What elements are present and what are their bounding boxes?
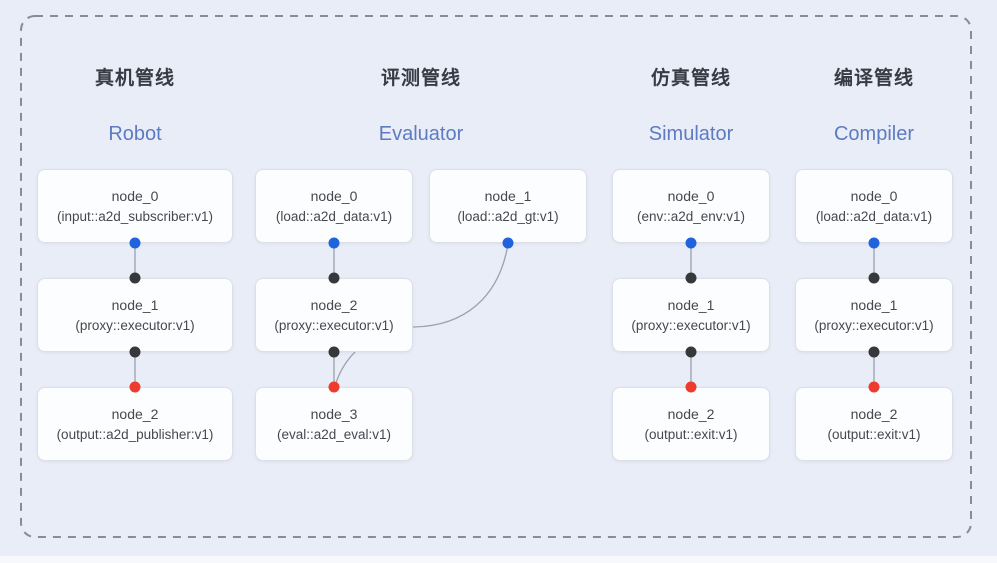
node-box-simulator-node0[interactable]: node_0 (env::a2d_env:v1): [612, 169, 770, 243]
node-box-simulator-node2[interactable]: node_2 (output::exit:v1): [612, 387, 770, 461]
node-name: node_0: [111, 187, 159, 204]
node-name: node_1: [484, 187, 532, 204]
node-type: (output::exit:v1): [827, 426, 921, 442]
node-type: (env::a2d_env:v1): [636, 208, 746, 224]
port-dot-output-black: [868, 346, 880, 358]
subtitle-simulator: Simulator: [648, 123, 734, 145]
port-dot-input-black: [328, 272, 340, 284]
port-dot-input-red: [129, 381, 141, 393]
node-name: node_2: [850, 405, 898, 422]
port-dot-output-black: [685, 346, 697, 358]
title-compiler-zh: 编译管线: [833, 68, 914, 89]
port-dot-input-black: [868, 272, 880, 284]
subtitle-evaluator: Evaluator: [378, 123, 464, 145]
node-name: node_0: [850, 187, 898, 204]
title-evaluator-zh: 评测管线: [380, 68, 461, 89]
port-dot-output-blue: [502, 237, 514, 249]
node-name: node_2: [310, 296, 358, 313]
node-type: (output::exit:v1): [644, 426, 738, 442]
node-type: (proxy::executor:v1): [75, 317, 195, 333]
node-type: (output::a2d_publisher:v1): [56, 426, 214, 442]
node-box-robot-node2[interactable]: node_2 (output::a2d_publisher:v1): [37, 387, 233, 461]
node-type: (proxy::executor:v1): [814, 317, 934, 333]
node-type: (proxy::executor:v1): [274, 317, 394, 333]
port-dot-output-blue: [129, 237, 141, 249]
node-type: (proxy::executor:v1): [631, 317, 751, 333]
node-box-robot-node0[interactable]: node_0 (input::a2d_subscriber:v1): [37, 169, 233, 243]
port-dot-input-black: [685, 272, 697, 284]
node-name: node_2: [667, 405, 715, 422]
node-type: (input::a2d_subscriber:v1): [56, 208, 214, 224]
subtitle-compiler: Compiler: [833, 123, 915, 145]
dashed-border: [20, 15, 972, 538]
node-name: node_1: [667, 296, 715, 313]
subtitle-robot: Robot: [108, 123, 162, 145]
node-name: node_2: [111, 405, 159, 422]
node-type: (load::a2d_gt:v1): [457, 208, 559, 224]
node-box-compiler-node2[interactable]: node_2 (output::exit:v1): [795, 387, 953, 461]
port-dot-input-black: [129, 272, 141, 284]
node-box-evaluator-node3[interactable]: node_3 (eval::a2d_eval:v1): [255, 387, 413, 461]
port-dot-output-blue: [685, 237, 697, 249]
node-box-compiler-node0[interactable]: node_0 (load::a2d_data:v1): [795, 169, 953, 243]
port-dot-input-red: [328, 381, 340, 393]
port-dot-output-black: [328, 346, 340, 358]
title-robot-zh: 真机管线: [94, 68, 175, 89]
node-name: node_1: [850, 296, 898, 313]
port-dot-output-black: [129, 346, 141, 358]
node-name: node_0: [667, 187, 715, 204]
port-dot-input-red: [868, 381, 880, 393]
window-bottom-edge: [0, 556, 997, 563]
title-simulator-zh: 仿真管线: [650, 68, 731, 89]
node-type: (load::a2d_data:v1): [815, 208, 933, 224]
node-box-evaluator-node2[interactable]: node_2 (proxy::executor:v1): [255, 278, 413, 352]
node-box-evaluator-node1[interactable]: node_1 (load::a2d_gt:v1): [429, 169, 587, 243]
node-name: node_3: [310, 405, 358, 422]
node-type: (eval::a2d_eval:v1): [276, 426, 392, 442]
port-dot-output-blue: [328, 237, 340, 249]
node-name: node_0: [310, 187, 358, 204]
node-box-simulator-node1[interactable]: node_1 (proxy::executor:v1): [612, 278, 770, 352]
edge-evaluator-1-3-curve: [334, 243, 509, 387]
node-name: node_1: [111, 296, 159, 313]
node-box-evaluator-node0[interactable]: node_0 (load::a2d_data:v1): [255, 169, 413, 243]
node-box-compiler-node1[interactable]: node_1 (proxy::executor:v1): [795, 278, 953, 352]
node-box-robot-node1[interactable]: node_1 (proxy::executor:v1): [37, 278, 233, 352]
port-dot-output-blue: [868, 237, 880, 249]
node-type: (load::a2d_data:v1): [275, 208, 393, 224]
port-dot-input-red: [685, 381, 697, 393]
